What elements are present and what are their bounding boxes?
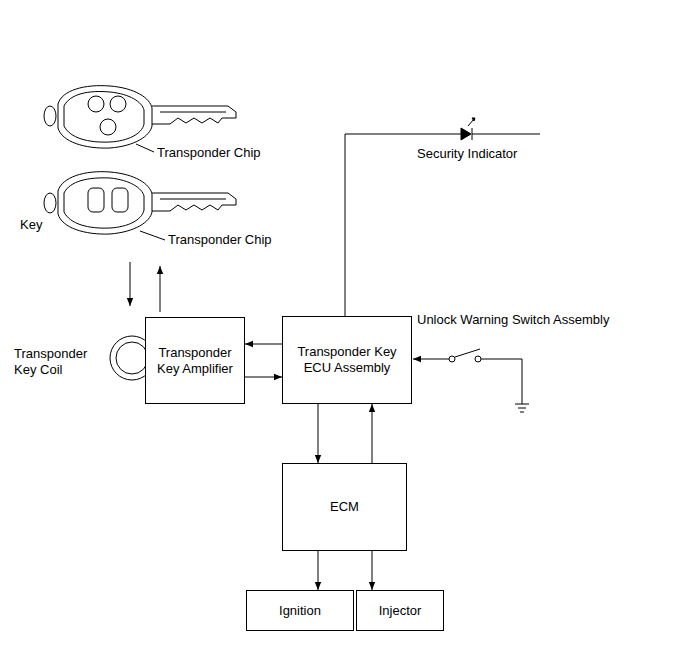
signal-connector (245, 344, 282, 345)
signal-arrow (130, 262, 131, 306)
signal-connector (245, 377, 282, 378)
output-box: Ignition (246, 590, 354, 631)
indicator-wire (472, 134, 540, 135)
box-text: Injector (379, 603, 422, 619)
box-text: Transponder Key ECU Assembly (289, 344, 405, 376)
leader-line (136, 144, 154, 152)
part-label: Transponder Key Coil (14, 346, 98, 378)
leader-line (140, 231, 165, 240)
signal-connector (372, 404, 373, 463)
ground-symbol (515, 404, 529, 412)
part-label: Security Indicator (417, 146, 517, 162)
output-box: Injector (356, 590, 444, 631)
part-label: Key (20, 217, 42, 233)
part-label: Transponder Chip (157, 145, 261, 161)
led-symbol (461, 118, 475, 140)
signal-connector (318, 551, 319, 590)
box-text: Ignition (279, 603, 321, 619)
amplifier-box: Transponder Key Amplifier (145, 317, 245, 404)
ecu-box: Transponder Key ECU Assembly (282, 316, 412, 404)
indicator-wire (345, 134, 461, 316)
signal-connector (318, 404, 319, 463)
part-label: Unlock Warning Switch Assembly (417, 312, 609, 328)
signal-connector (372, 551, 373, 590)
part-label: Transponder Chip (168, 232, 272, 248)
switch-wire (481, 359, 522, 404)
key-illustration (44, 86, 236, 148)
switch-wire (413, 359, 449, 360)
box-text: ECM (330, 499, 359, 515)
signal-arrow (160, 266, 161, 312)
switch-symbol (449, 349, 481, 362)
key-illustration (44, 172, 236, 234)
box-text: Transponder Key Amplifier (152, 345, 238, 377)
ecm-box: ECM (282, 463, 407, 551)
